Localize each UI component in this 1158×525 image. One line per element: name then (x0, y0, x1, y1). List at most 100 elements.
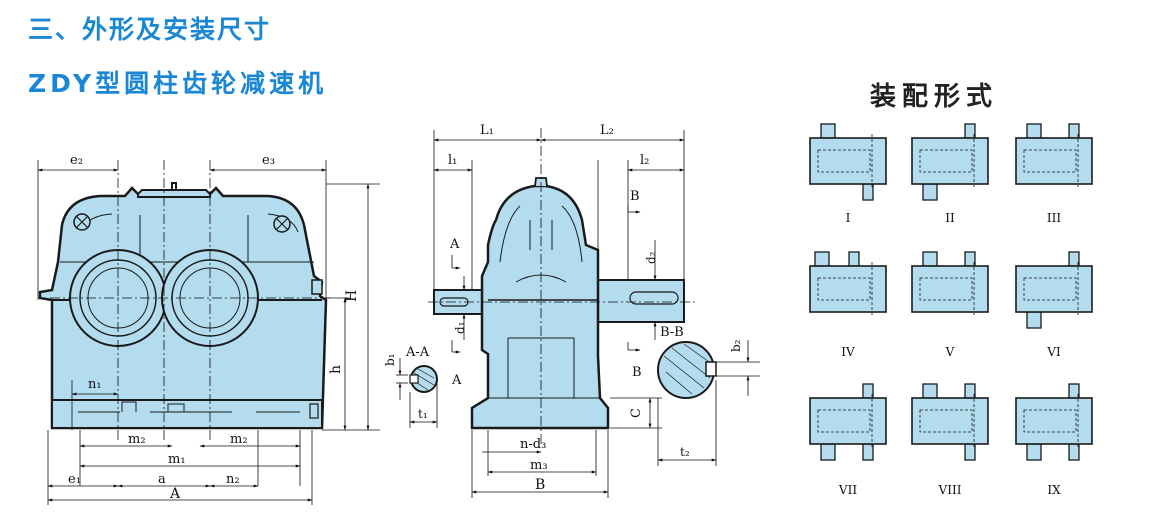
front-view: e₂ e₃ H h n₁ m₂ m₂ m₁ e₁ a n₂ A (37, 153, 380, 505)
hidden-gear-outline (1023, 149, 1077, 173)
dim-H: H (344, 290, 360, 302)
shaft-down (922, 183, 938, 201)
shaft-down (1068, 443, 1080, 461)
side-view: L₁ L₂ l₁ l₂ d₂ d₁ A B C n-d₃ m₃ B (428, 123, 696, 498)
dim-m2-right: m₂ (230, 432, 248, 447)
mounting-form-label: V (945, 345, 955, 359)
mounting-form-label: VI (1046, 345, 1061, 359)
dim-m3: m₃ (530, 458, 548, 473)
shaft-up (1068, 123, 1080, 139)
hidden-gear-outline (1023, 409, 1077, 433)
hidden-gear-outline (817, 277, 871, 301)
dim-b2: b₂ (729, 339, 743, 352)
dim-t2: t₂ (680, 445, 690, 459)
section-bb: B-B B b₂ t₂ (632, 325, 760, 466)
dim-e3: e₃ (262, 153, 275, 168)
aa-label: A-A (405, 345, 430, 360)
dim-n1: n₁ (88, 377, 102, 392)
dim-nd3: n-d₃ (520, 437, 546, 452)
dim-m2-left: m₂ (128, 432, 146, 447)
dim-l1: l₁ (448, 153, 457, 168)
hidden-gear-outline (817, 409, 871, 433)
hidden-gear-outline (919, 277, 973, 301)
mounting-form-label: IV (841, 345, 855, 359)
dim-d2: d₂ (644, 251, 658, 264)
shaft-up (964, 251, 976, 267)
section-A-top: A (449, 237, 460, 252)
shaft-down (862, 443, 874, 461)
dim-n2: n₂ (226, 472, 240, 487)
shaft-down (964, 443, 976, 461)
mounting-form-3: III (1015, 123, 1093, 225)
dim-t1: t₁ (418, 407, 428, 421)
bb-label: B-B (660, 325, 684, 340)
gearbox-outline (809, 137, 887, 185)
mounting-form-5: V (911, 251, 989, 359)
front-base (51, 399, 323, 429)
mounting-forms-title: 装配形式 (870, 82, 999, 112)
hidden-gear-outline (817, 149, 871, 173)
gearbox-outline (809, 397, 887, 445)
dim-e1: e₁ (68, 472, 81, 487)
mounting-form-2: II (911, 123, 989, 225)
shaft-up (848, 251, 860, 267)
gearbox-outline (911, 397, 989, 445)
aa-side-label: A (451, 373, 462, 388)
side-housing (470, 184, 610, 430)
shaft-up (922, 383, 938, 399)
mounting-form-6: VI (1015, 251, 1093, 359)
dim-A: A (169, 486, 181, 502)
mounting-form-4: IV (809, 251, 887, 359)
mounting-form-label: VII (838, 483, 857, 497)
dim-C: C (629, 408, 644, 418)
dim-B: B (535, 477, 545, 493)
dim-l2: l₂ (640, 153, 649, 168)
output-shaft (597, 279, 685, 323)
gearbox-outline (1015, 265, 1093, 313)
gearbox-outline (1015, 397, 1093, 445)
gearbox-outline (809, 265, 887, 313)
shaft-up (814, 251, 830, 267)
hidden-gear-outline (1023, 277, 1077, 301)
section-aa: A-A A b₁ t₁ (383, 345, 462, 428)
mounting-form-label: III (1047, 211, 1061, 225)
mounting-form-label: IX (1047, 483, 1061, 497)
shaft-up (862, 383, 874, 399)
shaft-up (922, 251, 938, 267)
dim-e2: e₂ (70, 153, 83, 168)
mounting-form-8: VIII (911, 383, 989, 497)
shaft-down (1026, 443, 1042, 461)
bb-side-label: B (632, 365, 642, 380)
shaft-down (1026, 311, 1042, 329)
dim-m1: m₁ (168, 452, 186, 467)
dim-L2: L₂ (600, 123, 614, 138)
mounting-form-1: I (809, 123, 887, 225)
hidden-gear-outline (919, 409, 973, 433)
section-B-top: B (630, 189, 640, 204)
shaft-up (1068, 251, 1080, 267)
gearbox-outline (911, 265, 989, 313)
section-title: 三、外形及安装尺寸 (28, 15, 272, 44)
gearbox-outline (1015, 137, 1093, 185)
gearbox-outline (911, 137, 989, 185)
dim-h: h (328, 365, 344, 374)
shaft-up (1026, 123, 1042, 139)
hidden-gear-outline (919, 149, 973, 173)
mounting-form-label: II (945, 211, 955, 225)
mounting-form-label: I (846, 211, 851, 225)
shaft-down (820, 443, 836, 461)
shaft-down (862, 183, 874, 201)
breather (171, 182, 177, 190)
mounting-form-label: VIII (938, 483, 962, 497)
shaft-up (964, 123, 976, 139)
mounting-form-9: IX (1015, 383, 1093, 497)
dim-b1: b₁ (383, 354, 397, 367)
shaft-up (1068, 383, 1080, 399)
mounting-form-7: VII (809, 383, 887, 497)
shaft-up (964, 383, 976, 399)
shaft-up (820, 123, 836, 139)
dim-a: a (158, 472, 166, 487)
dim-L1: L₁ (480, 123, 494, 138)
